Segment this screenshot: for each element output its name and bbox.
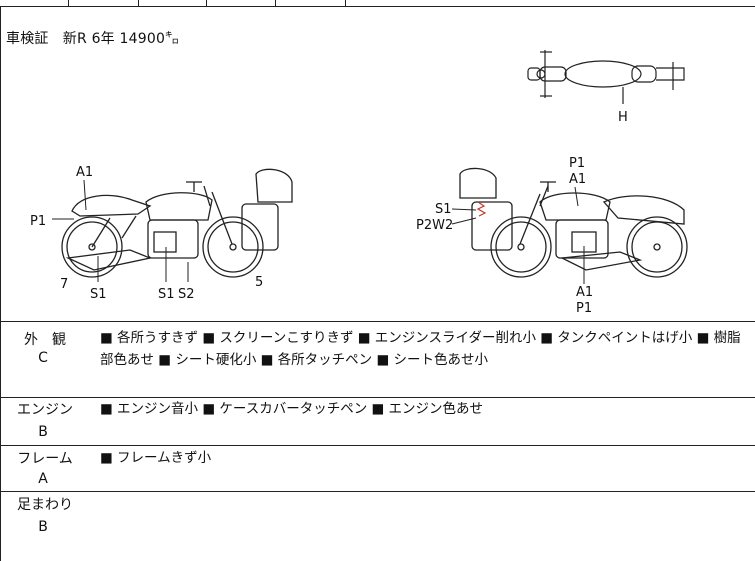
top-view-labels: H <box>618 110 628 125</box>
row-label-frame: フレーム <box>17 451 73 467</box>
row-grade-engine: B <box>38 424 48 440</box>
row-label-exterior: 外 観 <box>24 332 66 348</box>
diagram-label: S1 <box>158 287 175 302</box>
header-divider <box>345 0 346 6</box>
row-grade-frame: A <box>38 471 48 487</box>
diagram-label: 5 <box>255 275 263 290</box>
damage-mark <box>476 201 487 217</box>
diagram-label: P2W2 <box>416 218 453 233</box>
diagram-label: S1 <box>90 287 107 302</box>
diagram-label: P1 <box>30 214 46 229</box>
left-side-labels: A1 P1 7 S1 S1 S2 5 <box>30 165 263 302</box>
row-text-engine: ■ エンジン音小 ■ ケースカバータッチペン ■ エンジン色あせ <box>100 401 484 417</box>
left-side-leader-lines <box>52 179 189 282</box>
sheet-frame <box>0 6 755 561</box>
inspection-info: 車検証 新R 6年 14900㌔ <box>6 31 180 47</box>
section-divider <box>0 445 755 446</box>
row-text-frame: ■ フレームきず小 <box>100 450 212 466</box>
diagram-label: P1 <box>569 156 585 171</box>
row-label-engine: エンジン <box>17 402 73 418</box>
top-view-bike <box>527 50 685 104</box>
right-side-labels: P1 A1 S1 P2W2 A1 P1 <box>416 156 593 316</box>
row-grade-exterior: C <box>38 350 48 366</box>
motorcycle-damage-diagram: H A1 P1 7 S1 S1 S2 5 <box>30 50 688 316</box>
header-divider <box>206 0 207 6</box>
header-divider <box>68 0 69 6</box>
diagram-label: A1 <box>76 165 93 180</box>
row-grade-suspension: B <box>38 519 48 535</box>
diagram-label: A1 <box>576 285 593 300</box>
section-divider <box>0 397 755 398</box>
top-header-strip <box>0 0 755 7</box>
right-side-bike <box>459 167 688 278</box>
section-divider <box>0 321 755 322</box>
row-text-exterior: ■ 各所うすきず ■ スクリーンこすりきず ■ エンジンスライダー削れ小 ■ タ… <box>100 330 741 368</box>
right-side-leader-lines <box>451 186 585 284</box>
diagram-label: S1 <box>435 202 452 217</box>
diagram-label: S2 <box>178 287 195 302</box>
diagram-label: H <box>618 110 628 125</box>
left-side-bike <box>61 168 293 278</box>
diagram-label: A1 <box>569 172 586 187</box>
diagram-label: P1 <box>576 301 592 316</box>
section-divider <box>0 491 755 492</box>
diagram-label: 7 <box>60 277 68 292</box>
header-divider <box>275 0 276 6</box>
header-divider <box>138 0 139 6</box>
row-label-suspension: 足まわり <box>17 497 73 513</box>
